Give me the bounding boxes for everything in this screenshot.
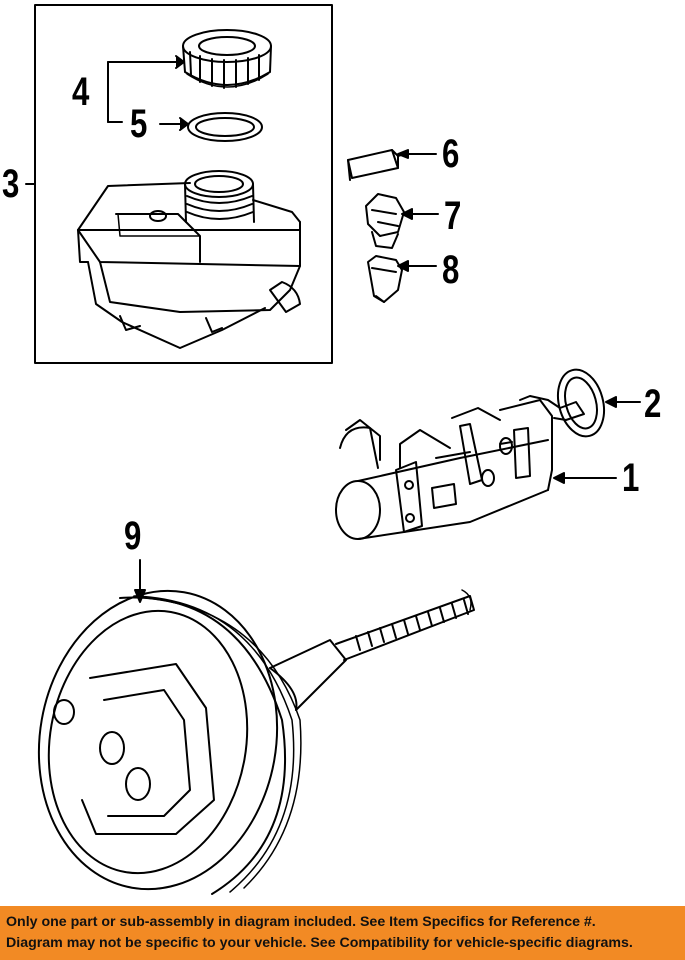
brake-master-cylinder (335, 395, 585, 540)
callout-2: 2 (644, 382, 662, 426)
part-8-grommet (367, 255, 403, 303)
master-cylinder-seal (556, 368, 606, 438)
part-7-connector (365, 193, 405, 249)
brake-booster (37, 589, 475, 895)
callout-9: 9 (124, 514, 142, 558)
cap-seal-ring (187, 112, 263, 142)
parts-diagram (25, 4, 641, 895)
part-6-plug (347, 149, 405, 181)
callout-8: 8 (442, 248, 460, 292)
brake-fluid-reservoir (77, 170, 301, 349)
callout-4: 4 (72, 70, 90, 114)
callout-5: 5 (130, 102, 148, 146)
callout-1: 1 (622, 456, 640, 500)
leader-lines-4-5 (107, 55, 189, 131)
callout-6: 6 (442, 132, 460, 176)
disclaimer-banner: Only one part or sub-assembly in diagram… (0, 906, 685, 960)
callout-7: 7 (444, 194, 462, 238)
disclaimer-line-2: Diagram may not be specific to your vehi… (6, 935, 633, 951)
callout-3: 3 (2, 162, 20, 206)
disclaimer-line-1: Only one part or sub-assembly in diagram… (6, 914, 596, 930)
reservoir-cap (182, 29, 272, 89)
